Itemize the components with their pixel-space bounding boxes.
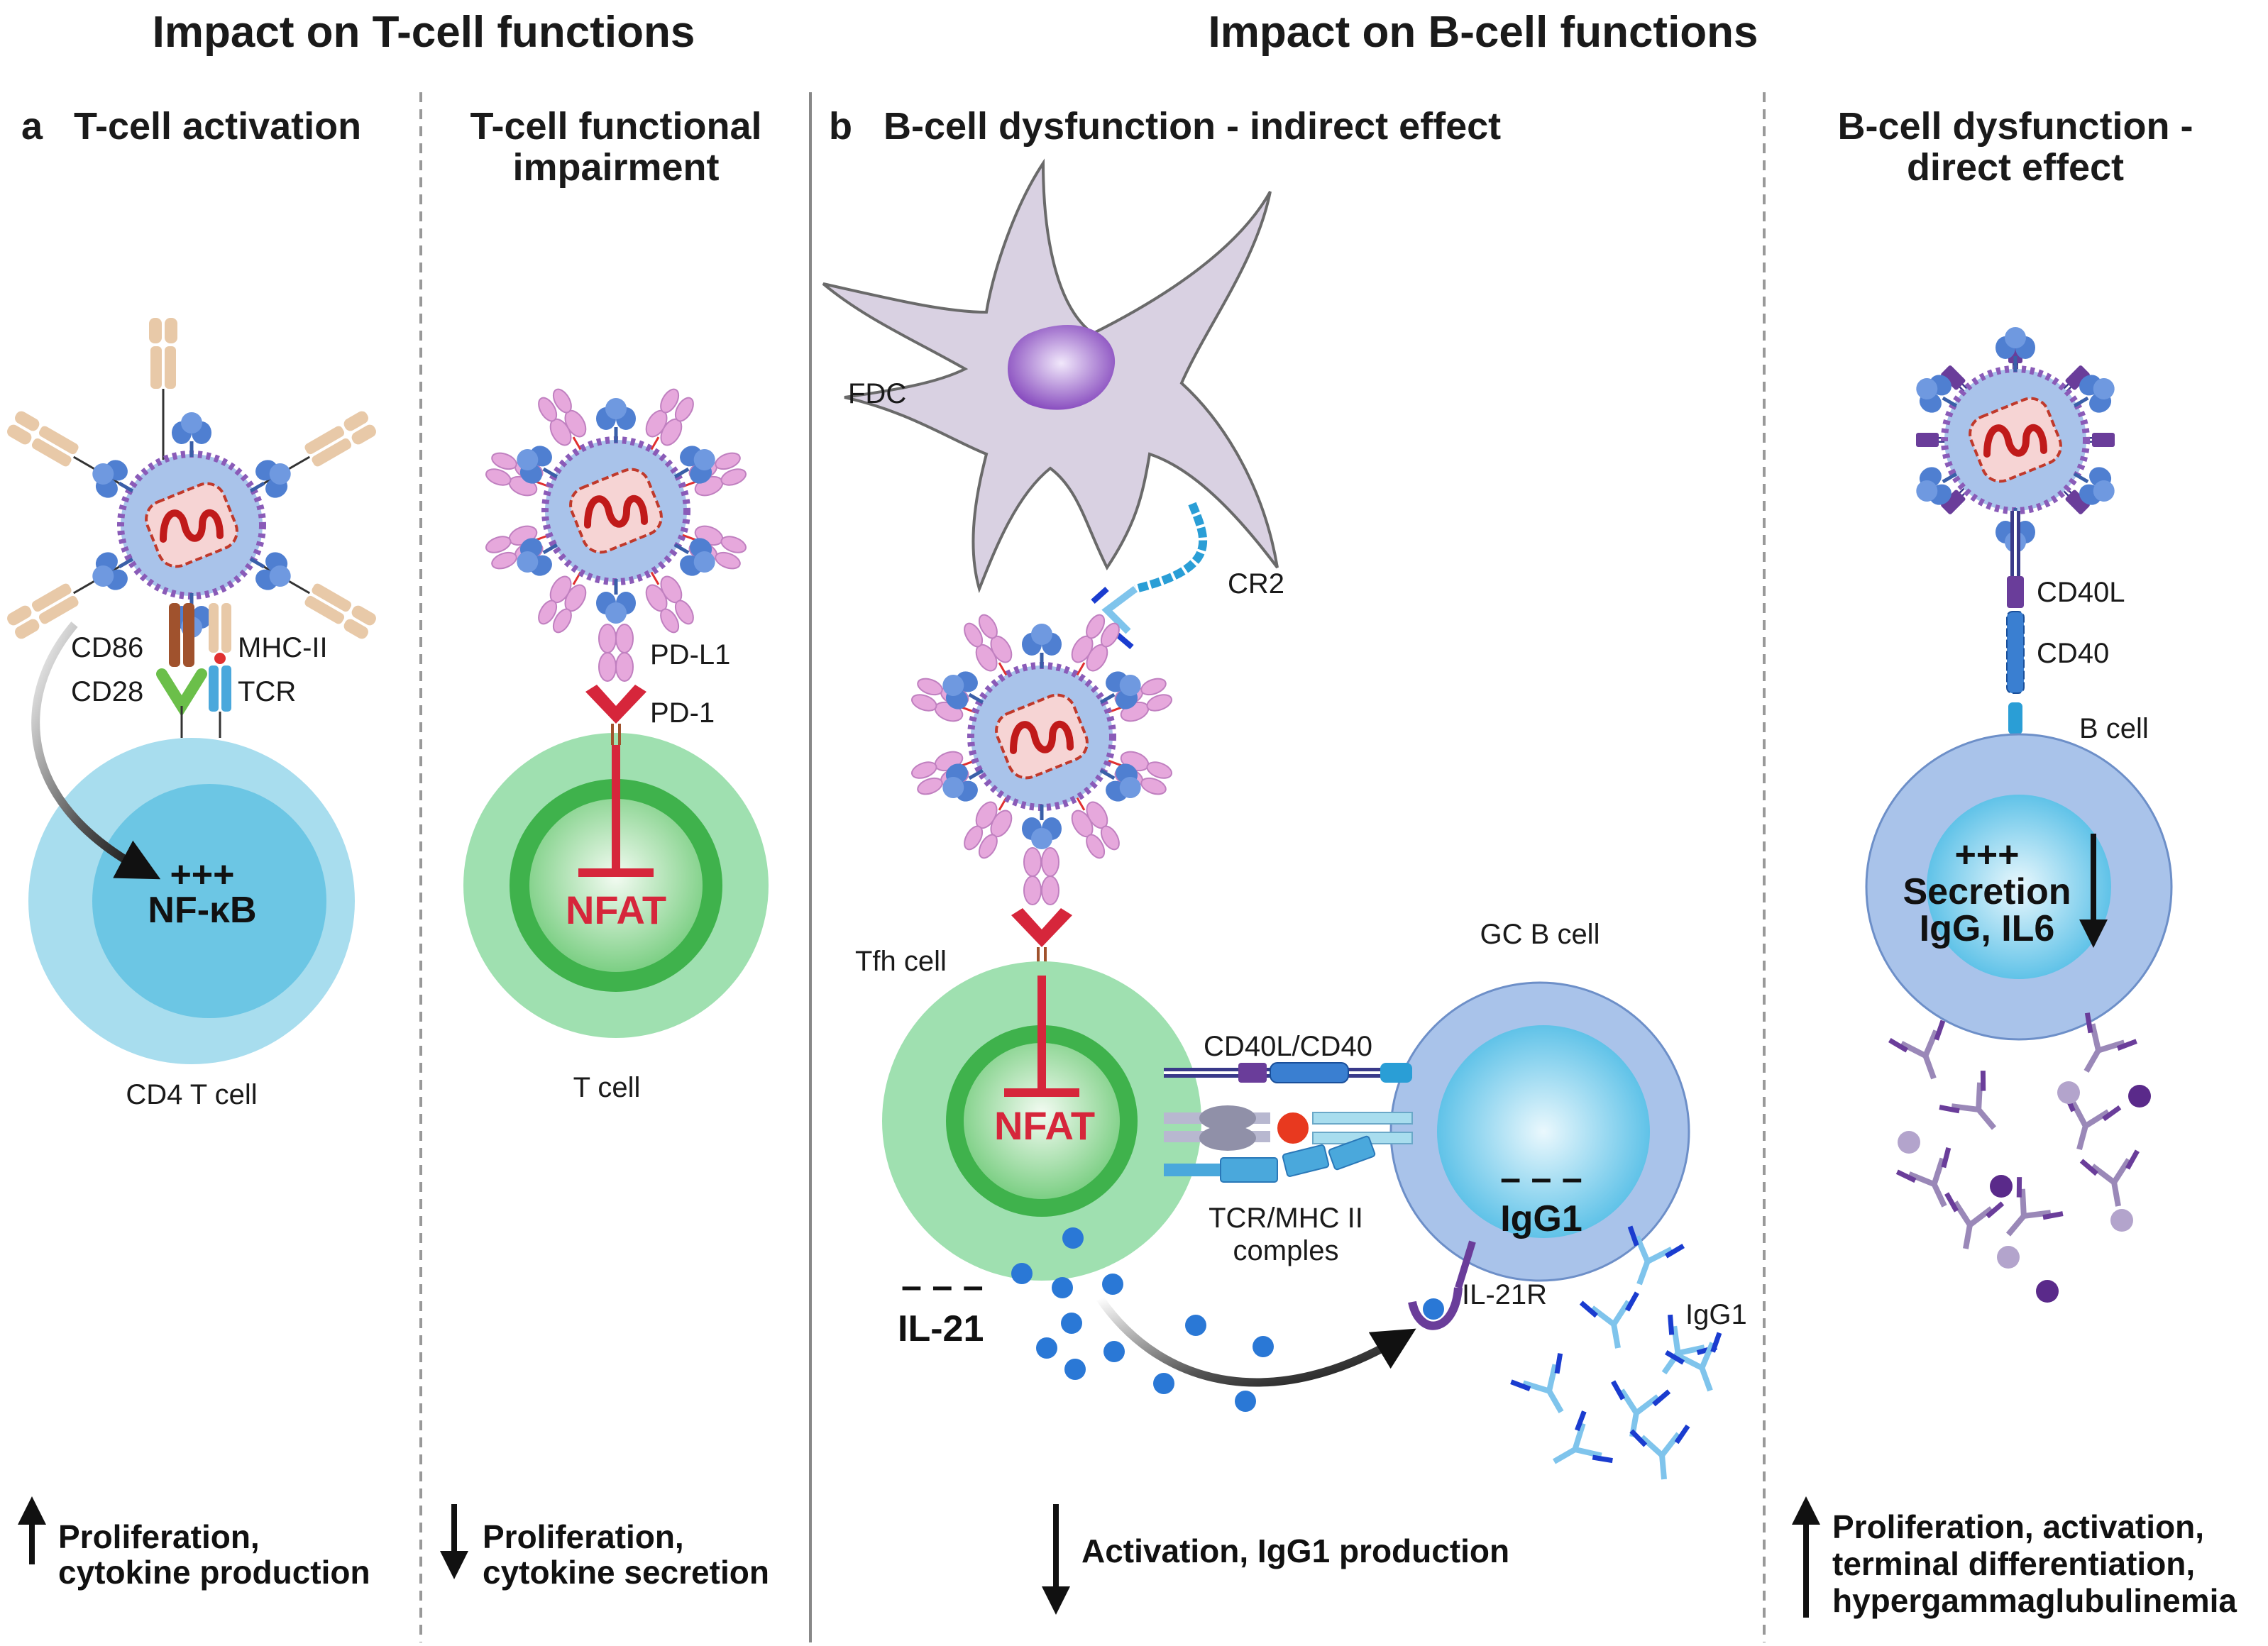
label-tcr: TCR — [238, 676, 296, 707]
label-fdc: FDC — [848, 378, 906, 409]
cd40l-cd40-complex — [1164, 1062, 1412, 1083]
virion-b — [908, 609, 1176, 863]
activation-arrow — [31, 622, 161, 880]
panel-2-title-line2: impairment — [512, 146, 719, 189]
il21-arrow — [1096, 1296, 1416, 1387]
label-pd-l1: PD-L1 — [650, 639, 730, 670]
il21-dashes: – – – — [901, 1266, 984, 1307]
cr2-receptor — [1091, 502, 1208, 650]
label-tcr-mhc-line2: comples — [1233, 1235, 1339, 1266]
panel-4-title-line2: direct effect — [1907, 146, 2124, 189]
igg-il6-label: IgG, IL6 — [1920, 908, 2055, 949]
pd1-receptor — [585, 624, 646, 745]
t-cell-impaired — [463, 733, 769, 1038]
tfh-cell-nucleus — [964, 1043, 1120, 1199]
gc-b-cell-nucleus — [1437, 1025, 1650, 1238]
tfh-cell — [882, 961, 1201, 1281]
b-cell-direct — [1865, 733, 2173, 1041]
panel-a-title: T-cell activation — [74, 105, 361, 148]
outcome-4-line2: terminal differentiation, — [1832, 1545, 2195, 1582]
virion-a — [4, 316, 380, 642]
label-igg1: IgG1 — [1685, 1299, 1747, 1330]
nfat-label: NFAT — [566, 888, 666, 932]
igg1-dashes: – – – — [1500, 1158, 1582, 1199]
outcome-b: Activation, IgG1 production — [1081, 1532, 1509, 1569]
panel-b-title: B-cell dysfunction - indirect effect — [883, 105, 1501, 148]
outcome-4-line1: Proliferation, activation, — [1832, 1508, 2204, 1545]
outcome-a-line2: cytokine production — [58, 1554, 370, 1591]
nfat-label-b: NFAT — [994, 1103, 1095, 1148]
label-tfh-cell: Tfh cell — [855, 946, 947, 977]
il21-label: IL-21 — [898, 1308, 984, 1349]
label-cd4-t-cell: CD4 T cell — [126, 1079, 257, 1110]
label-gc-b-cell: GC B cell — [1480, 919, 1600, 950]
label-mhc-ii: MHC-II — [238, 632, 328, 663]
nfkb-label: NF-κB — [148, 890, 256, 931]
panel-b-letter: b — [829, 105, 852, 148]
tcr-complex-lower — [1164, 1135, 1376, 1183]
b-cell-nucleus — [1927, 795, 2111, 979]
nfkb-plus: +++ — [170, 854, 234, 895]
header-t-cell: Impact on T-cell functions — [153, 8, 695, 57]
label-tcr-mhc-line1: TCR/MHC II — [1209, 1203, 1363, 1234]
fdc-nucleus — [1008, 325, 1116, 410]
pd1-receptor-b — [1011, 847, 1072, 976]
secreted-antibodies — [1890, 1013, 2151, 1303]
igg1-label-big: IgG1 — [1500, 1198, 1582, 1239]
panel-4-title-line1: B-cell dysfunction - — [1837, 105, 2193, 148]
panel-a-letter: a — [21, 105, 43, 148]
label-b-cell: B cell — [2079, 713, 2149, 744]
virion-pdl1 — [482, 384, 750, 638]
cd40l-cd40-stalk — [2006, 511, 2025, 734]
label-cd28: CD28 — [71, 676, 143, 707]
mhc-tcr-pair — [209, 603, 231, 738]
label-cd40l: CD40L — [2037, 577, 2125, 608]
t-cell-nucleus — [529, 799, 703, 972]
panel-2-title-line1: T-cell functional — [470, 105, 761, 148]
label-cd40: CD40 — [2037, 638, 2109, 669]
il21-cytokines — [1011, 1227, 1274, 1412]
secretion-plus: +++ — [1954, 834, 2019, 876]
outcome-2-line2: cytokine secretion — [483, 1554, 769, 1591]
inhibition-bar-b — [1004, 976, 1079, 1097]
inhibition-bar — [578, 745, 654, 877]
il21r-receptor — [1408, 1240, 1476, 1330]
label-cd40l-cd40: CD40L/CD40 — [1204, 1031, 1372, 1062]
label-cr2: CR2 — [1228, 568, 1284, 600]
label-il21r: IL-21R — [1462, 1279, 1547, 1310]
label-t-cell: T cell — [573, 1072, 641, 1103]
cd86-cd28-pair — [156, 603, 207, 738]
header-b-cell: Impact on B-cell functions — [1208, 8, 1758, 57]
label-pd-1: PD-1 — [650, 697, 715, 729]
secretion-label: Secretion — [1903, 871, 2071, 912]
label-cd86: CD86 — [71, 632, 143, 663]
gc-b-cell — [1389, 981, 1690, 1282]
outcome-4-line3: hypergammaglubulinemia — [1832, 1582, 2237, 1619]
outcome-a-line1: Proliferation, — [58, 1518, 260, 1555]
outcome-2-line1: Proliferation, — [483, 1518, 684, 1555]
